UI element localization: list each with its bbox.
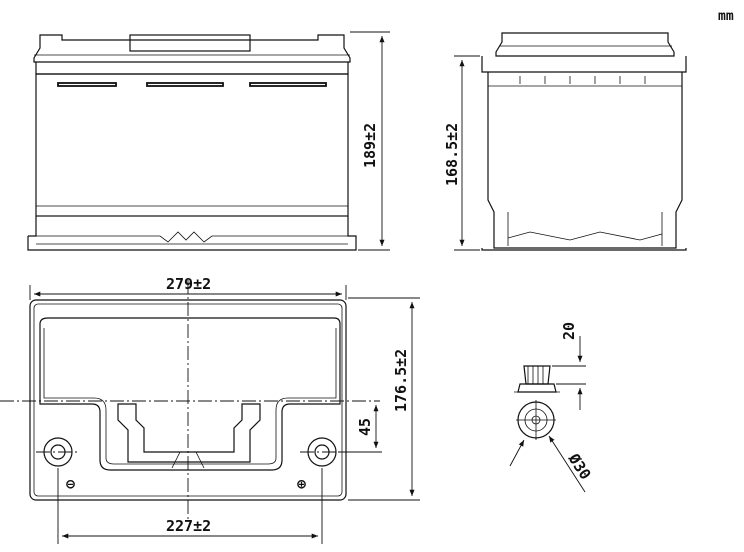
terminal-spacing-label: 227±2 — [166, 517, 211, 535]
top-width-label: 176.5±2 — [392, 349, 410, 412]
terminal-offset-label: 45 — [356, 418, 374, 436]
terminal-height-label: 20 — [560, 322, 578, 340]
top-length-label: 279±2 — [166, 275, 211, 293]
terminal-detail: 20 Ø30 — [509, 322, 594, 493]
front-height-label: 189±2 — [361, 123, 379, 168]
positive-terminal-mark: ⊕ — [297, 475, 306, 493]
terminal-diameter-label: Ø30 — [564, 450, 594, 483]
top-view: ⊖ ⊕ — [0, 280, 380, 522]
terminal-spacing-dimension: 227±2 — [57, 468, 323, 544]
unit-label: mm — [718, 9, 734, 24]
front-height-dimension: 189±2 — [350, 31, 390, 251]
negative-terminal-mark: ⊖ — [66, 475, 75, 493]
terminal-offset-dimension: 45 — [338, 405, 382, 453]
front-view — [27, 34, 357, 251]
side-height-label: 168.5±2 — [443, 123, 461, 186]
top-width-dimension: 176.5±2 — [348, 297, 420, 501]
side-height-dimension: 168.5±2 — [443, 55, 480, 251]
top-length-dimension: 279±2 — [29, 275, 347, 300]
side-view — [481, 32, 687, 251]
